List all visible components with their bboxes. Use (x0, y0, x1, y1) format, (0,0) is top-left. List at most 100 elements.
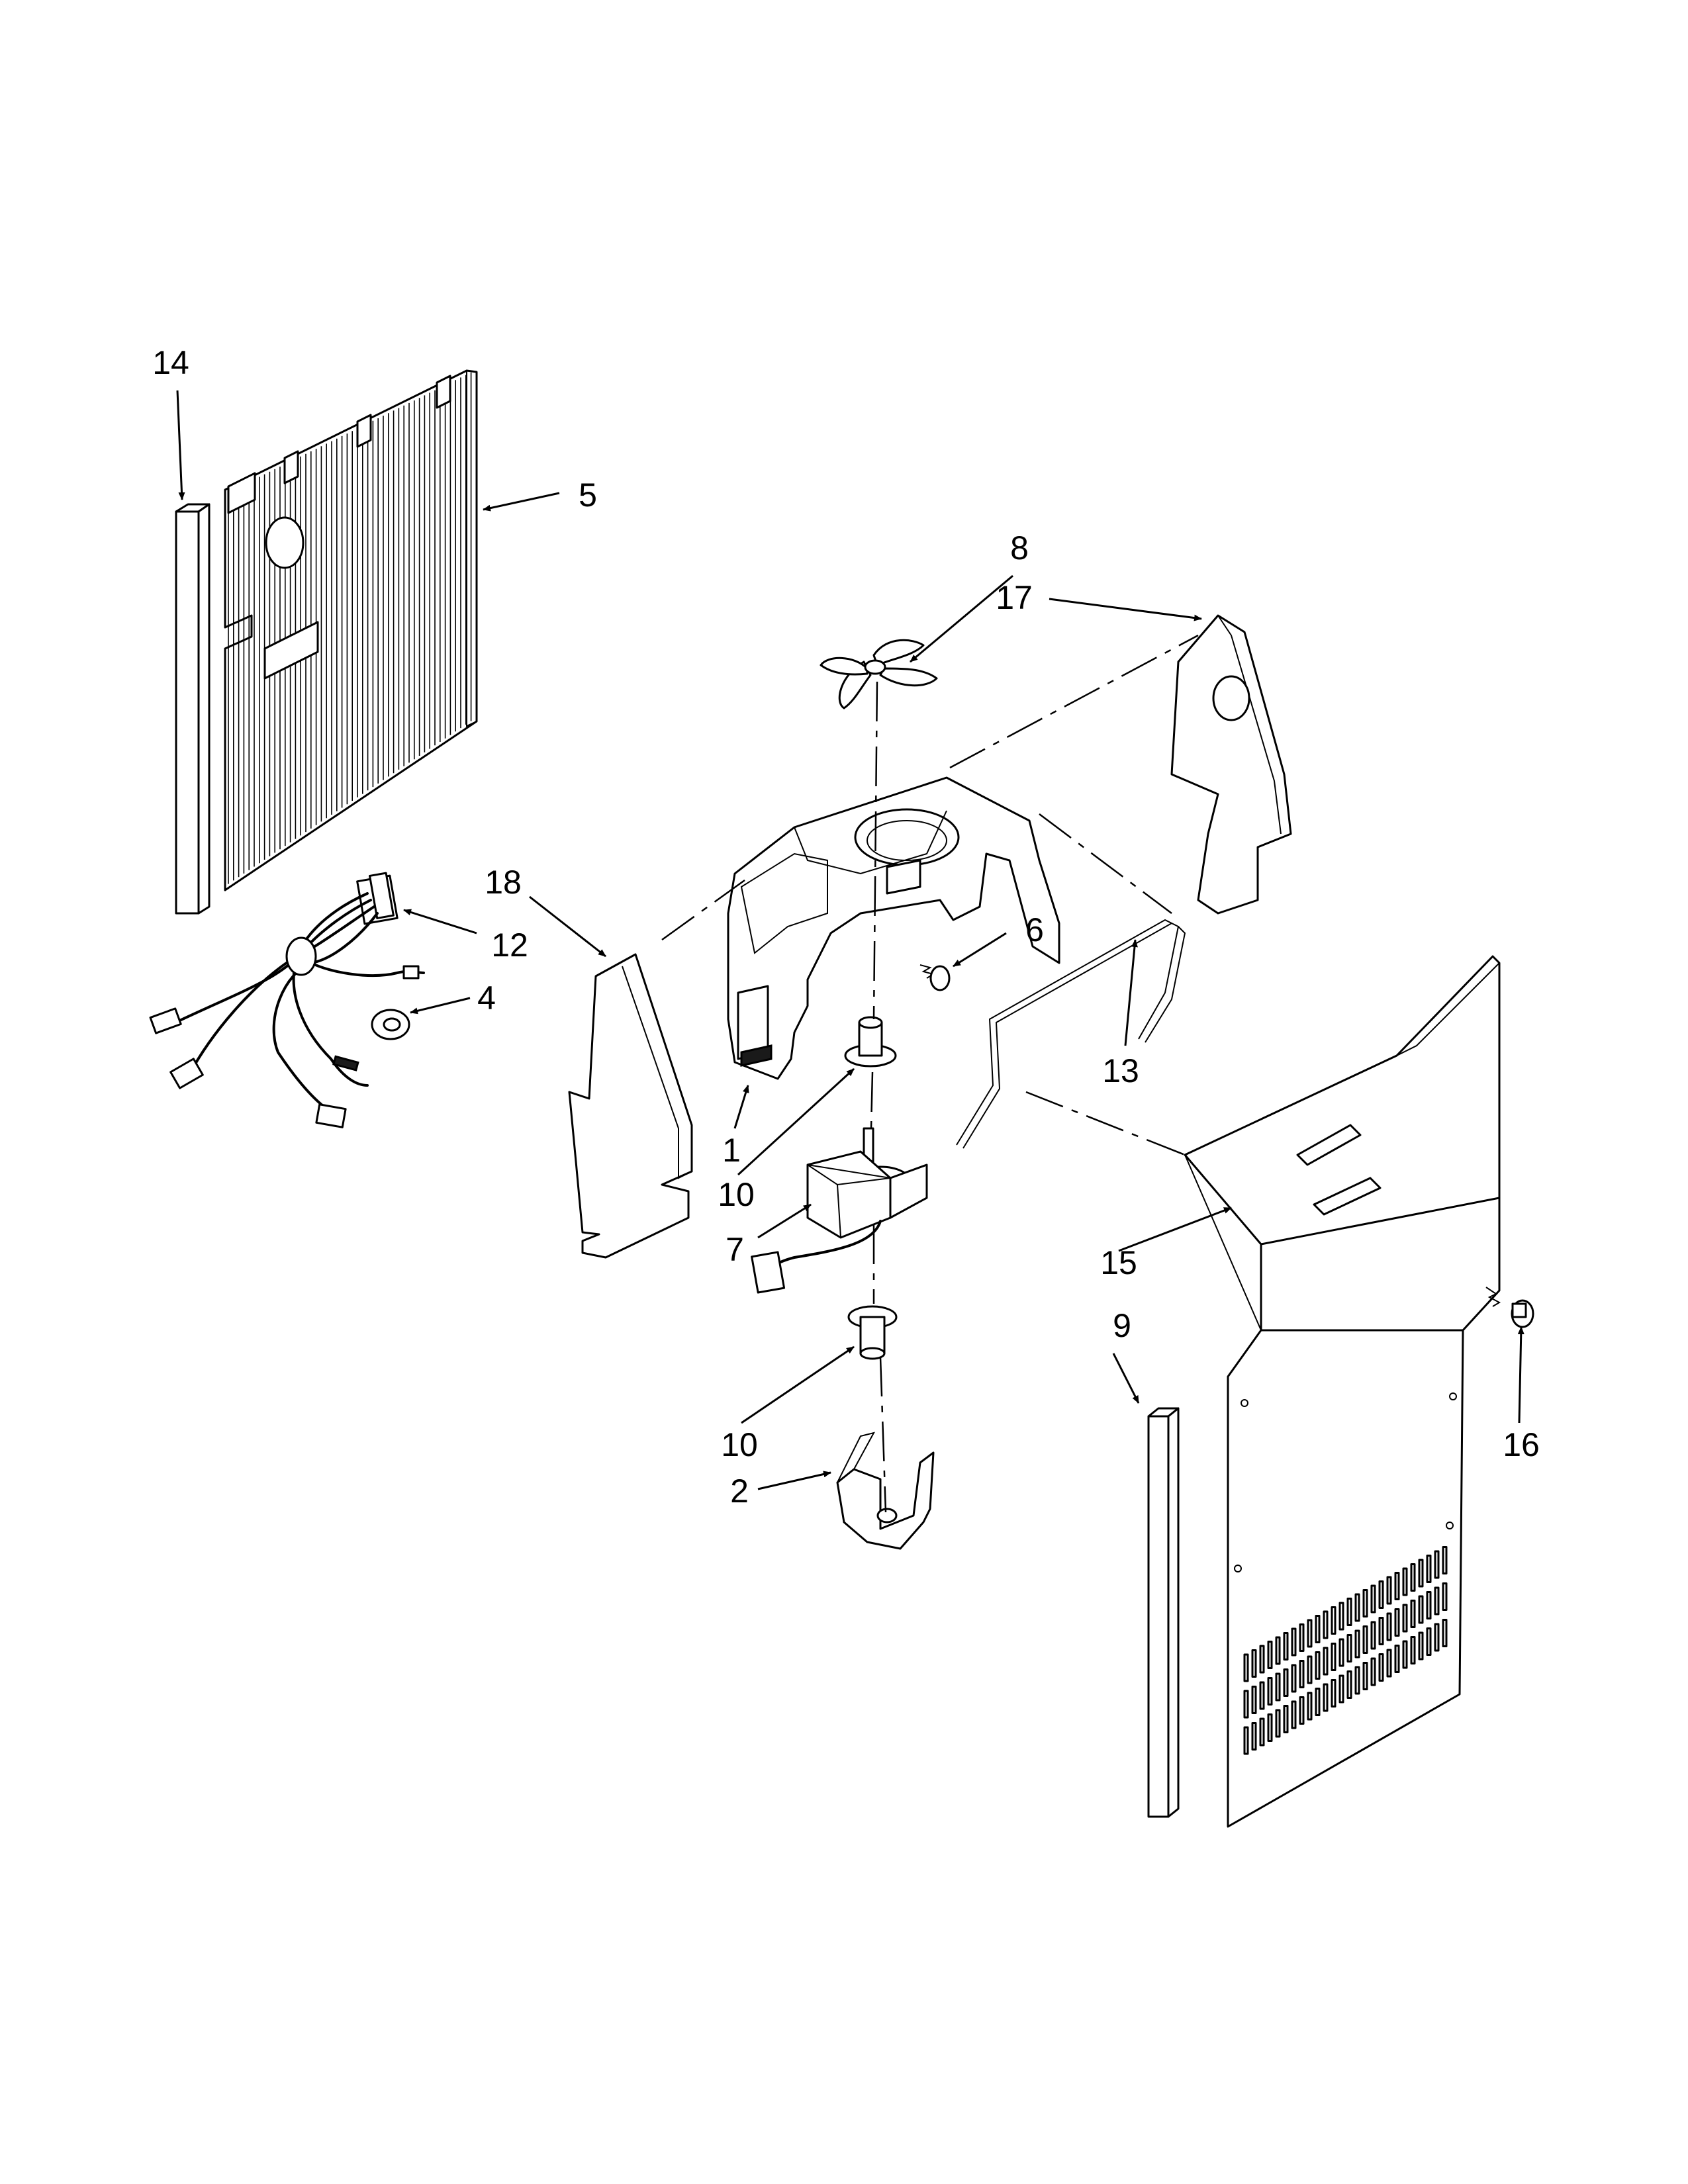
vent-slot (1291, 1664, 1297, 1693)
part-6-screw (919, 964, 951, 991)
leader-lines (176, 390, 1524, 1490)
vent-slot (1442, 1546, 1448, 1574)
part-18-side-panel (568, 953, 693, 1259)
vent-slot (1291, 1627, 1297, 1657)
vent-slot (1323, 1683, 1329, 1712)
vent-slot (1259, 1717, 1265, 1747)
vent-slot (1243, 1690, 1249, 1719)
alignment-lines (661, 634, 1199, 1513)
vent-slot (1307, 1655, 1313, 1684)
vent-slot (1283, 1705, 1289, 1733)
callout-labels: 14 5 8 17 18 12 4 6 13 1 10 7 15 9 16 10… (152, 344, 1540, 1510)
vent-slot (1378, 1580, 1384, 1609)
vent-slot (1402, 1567, 1408, 1596)
vent-slot (1259, 1681, 1265, 1710)
callout-17: 17 (996, 579, 1033, 616)
part-5-evaporator-cover (224, 369, 478, 891)
vent-slot (1299, 1696, 1305, 1725)
vent-slot (1323, 1647, 1329, 1676)
vent-slot (1291, 1700, 1297, 1729)
vent-slot (1370, 1621, 1376, 1650)
callout-7: 7 (726, 1231, 744, 1268)
vent-slot (1418, 1595, 1424, 1624)
vent-slot (1275, 1672, 1281, 1702)
vent-slot (1267, 1713, 1273, 1742)
vent-slot (1434, 1550, 1440, 1579)
vent-slot (1346, 1634, 1352, 1662)
vent-slot (1315, 1615, 1321, 1643)
vent-slot (1267, 1677, 1273, 1706)
vent-slot (1275, 1709, 1281, 1738)
vent-slot (1394, 1572, 1400, 1600)
vent-slot (1426, 1627, 1432, 1656)
vent-slot (1362, 1662, 1368, 1690)
vent-slot (1331, 1679, 1336, 1707)
vent-slot (1354, 1593, 1360, 1622)
callout-15: 15 (1100, 1244, 1137, 1281)
rear-cover-vents (1243, 1546, 1448, 1755)
vent-slot (1410, 1563, 1416, 1592)
vent-slot (1315, 1651, 1321, 1680)
vent-slot (1307, 1619, 1313, 1648)
vent-slot (1275, 1636, 1281, 1665)
part-9-strip (1147, 1407, 1180, 1818)
callout-5: 5 (579, 477, 597, 514)
part-15-rear-cover (1184, 955, 1501, 1828)
part-13-wire-bracket (956, 919, 1186, 1149)
vent-slot (1402, 1640, 1408, 1669)
vent-slot (1410, 1600, 1416, 1628)
vent-slot (1362, 1589, 1368, 1617)
vent-slot (1299, 1660, 1305, 1688)
vent-slot (1251, 1722, 1257, 1751)
vent-slot (1362, 1625, 1368, 1654)
vent-slot (1370, 1584, 1376, 1614)
callout-14: 14 (152, 344, 189, 381)
part-14-strip (175, 503, 211, 915)
part-2-motor-bracket (836, 1432, 935, 1550)
vent-slot (1338, 1638, 1344, 1667)
callout-2: 2 (730, 1473, 749, 1510)
vent-slot (1259, 1645, 1265, 1674)
vent-slot (1378, 1653, 1384, 1682)
callout-18: 18 (485, 864, 522, 901)
vent-slot (1426, 1591, 1432, 1619)
vent-slot (1442, 1619, 1448, 1647)
vent-slot (1394, 1645, 1400, 1673)
vent-slot (1323, 1610, 1329, 1639)
vent-slot (1410, 1636, 1416, 1664)
vent-slot (1434, 1623, 1440, 1652)
vent-slot (1418, 1559, 1424, 1588)
vent-slot (1307, 1692, 1313, 1721)
part-10-motor-mount-upper (844, 1016, 897, 1068)
callout-10-upper: 10 (718, 1176, 755, 1213)
callout-4: 4 (477, 979, 496, 1017)
vent-slot (1418, 1631, 1424, 1661)
vent-slot (1442, 1582, 1448, 1611)
part-8-fan-blade (820, 639, 938, 709)
callout-12: 12 (491, 927, 528, 964)
vent-slot (1267, 1641, 1273, 1669)
callout-16: 16 (1503, 1426, 1540, 1463)
vent-slot (1402, 1604, 1408, 1633)
vent-slot (1394, 1608, 1400, 1637)
vent-slot (1386, 1576, 1392, 1605)
part-10-motor-mount-lower (847, 1305, 898, 1360)
vent-slot (1243, 1726, 1249, 1755)
callout-8: 8 (1010, 529, 1029, 567)
vent-slot (1346, 1670, 1352, 1699)
callout-9: 9 (1113, 1307, 1131, 1344)
vent-slot (1386, 1612, 1392, 1641)
vent-slot (1346, 1598, 1352, 1626)
vent-slot (1331, 1643, 1336, 1671)
vent-slot (1243, 1653, 1249, 1682)
vent-slot (1434, 1586, 1440, 1615)
vent-slot (1283, 1632, 1289, 1661)
vent-slot (1354, 1629, 1360, 1659)
vent-slot (1378, 1617, 1384, 1645)
vent-slot (1426, 1555, 1432, 1583)
vent-slot (1299, 1623, 1305, 1652)
callout-10-lower: 10 (721, 1426, 758, 1463)
vent-slot (1370, 1657, 1376, 1686)
vent-slot (1354, 1666, 1360, 1695)
